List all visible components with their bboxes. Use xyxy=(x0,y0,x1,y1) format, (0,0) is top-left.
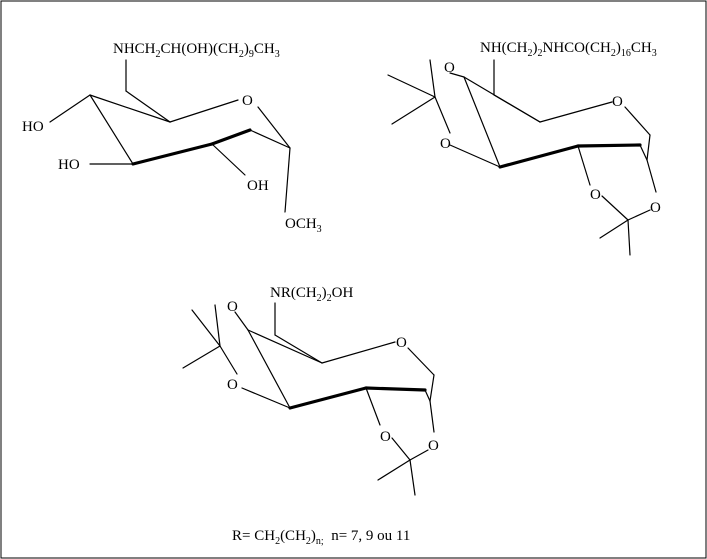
molecule-2-bonds xyxy=(387,59,657,256)
molecule-1-hydroxyl-right: OH xyxy=(247,178,269,194)
molecule-3-bonds xyxy=(182,302,435,496)
molecule-1-methoxy: OCH3 xyxy=(285,216,322,235)
molecule-1-glucoside: NHCH2CH(OH)(CH2)9CH3 O HO HO OH OCH3 xyxy=(22,41,322,235)
molecule-3-lower-oxygen-1: O xyxy=(380,429,391,445)
molecule-3-ring-oxygen: O xyxy=(396,335,407,351)
molecule-1-ring-oxygen: O xyxy=(242,93,253,109)
molecule-3-lower-oxygen-2: O xyxy=(428,438,439,454)
molecule-2-lower-oxygen-2: O xyxy=(650,200,661,216)
molecule-2-acetonide-oxygen-left: O xyxy=(440,136,451,152)
molecule-2-acetonide-oxygen-top: O xyxy=(444,60,455,76)
molecule-1-hydroxyl-lower: HO xyxy=(58,157,80,173)
molecule-1-bonds xyxy=(49,59,291,213)
molecule-3-substituent: NR(CH2)2OH xyxy=(270,285,354,304)
molecule-2-diacetonide-amide: NH(CH2)2NHCO(CH2)16CH3 O O O O O xyxy=(387,40,661,256)
molecule-1-substituent: NHCH2CH(OH)(CH2)9CH3 xyxy=(113,41,280,60)
molecule-3-acetonide-oxygen-left: O xyxy=(227,377,238,393)
molecule-2-ring-oxygen: O xyxy=(612,94,623,110)
molecule-2-substituent: NH(CH2)2NHCO(CH2)16CH3 xyxy=(480,40,657,59)
molecule-2-lower-oxygen-1: O xyxy=(590,187,601,203)
substituent-legend: R= CH2(CH2)n; n= 7, 9 ou 11 xyxy=(232,528,410,547)
molecule-1-hydroxyl-left: HO xyxy=(22,119,44,135)
molecule-3-diacetonide-aminoalcohol: NR(CH2)2OH O O O O O xyxy=(182,285,439,496)
molecule-3-acetonide-oxygen-top: O xyxy=(227,299,238,315)
